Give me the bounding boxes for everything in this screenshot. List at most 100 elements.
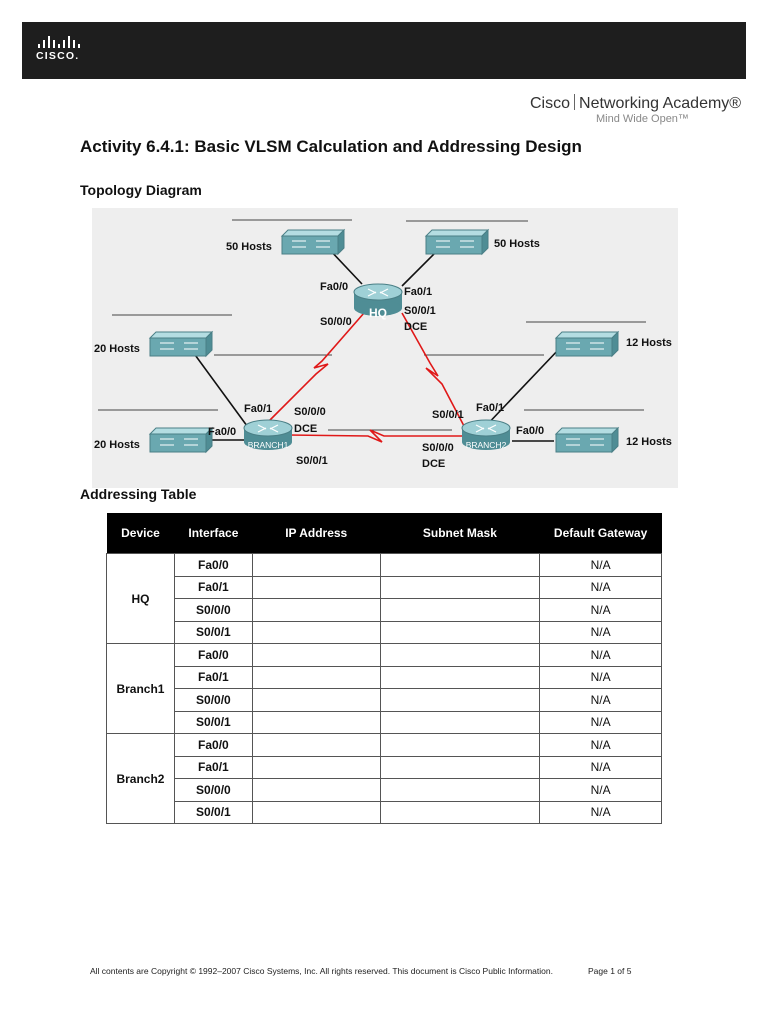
router-label-branch1: BRANCH1	[248, 440, 289, 450]
gateway-cell: N/A	[539, 620, 662, 644]
gateway-cell: N/A	[539, 643, 662, 667]
switch-icon	[148, 426, 214, 454]
gateway-cell: N/A	[539, 598, 662, 622]
label-b2-fa01: Fa0/1	[476, 402, 504, 414]
mask-cell[interactable]	[379, 778, 541, 802]
label-hq-fa00: Fa0/0	[320, 281, 348, 293]
switch-icon	[424, 228, 490, 256]
router-icon	[243, 419, 293, 450]
ip-cell[interactable]	[251, 778, 381, 802]
mask-cell[interactable]	[379, 800, 541, 824]
lan-address-lines	[98, 219, 646, 431]
mask-cell[interactable]	[379, 620, 541, 644]
mask-cell[interactable]	[379, 755, 541, 779]
topology-heading: Topology Diagram	[80, 182, 202, 198]
gateway-cell: N/A	[539, 800, 662, 824]
mask-cell[interactable]	[379, 643, 541, 667]
label-b2-fa00: Fa0/0	[516, 425, 544, 437]
academy-brand: Cisco	[530, 95, 571, 112]
ip-cell[interactable]	[251, 733, 381, 757]
ip-cell[interactable]	[251, 755, 381, 779]
router-label-hq: HQ	[369, 306, 387, 320]
table-row: S0/0/0 N/A	[107, 778, 662, 802]
label-b1-fa01: Fa0/1	[244, 403, 272, 415]
ethernet-links	[189, 247, 561, 442]
switch-icon	[280, 228, 346, 256]
gateway-cell: N/A	[539, 665, 662, 689]
ip-cell[interactable]	[251, 553, 381, 577]
cisco-logo: CISCO.	[36, 36, 96, 66]
column-header: Subnet Mask	[380, 513, 540, 554]
mask-cell[interactable]	[379, 598, 541, 622]
table-row: S0/0/1 N/A	[107, 710, 662, 734]
label-hosts-20-bottom: 20 Hosts	[94, 439, 140, 451]
column-header: Interface	[174, 513, 253, 554]
label-hq-s000: S0/0/0	[320, 316, 352, 328]
ip-cell[interactable]	[251, 688, 381, 712]
label-b1-s001: S0/0/1	[296, 455, 328, 467]
mask-cell[interactable]	[379, 553, 541, 577]
device-cell: Branch1	[106, 643, 175, 734]
gateway-cell: N/A	[539, 575, 662, 599]
label-hosts-12-bottom: 12 Hosts	[626, 436, 672, 448]
switch-icon	[554, 330, 620, 358]
page-title: Activity 6.4.1: Basic VLSM Calculation a…	[80, 137, 582, 156]
ip-cell[interactable]	[251, 665, 381, 689]
mask-cell[interactable]	[379, 575, 541, 599]
table-row: S0/0/1 N/A	[107, 800, 662, 824]
page-number: Page 1 of 5	[588, 966, 632, 976]
label-hosts-50-right: 50 Hosts	[494, 238, 540, 250]
interface-cell: S0/0/1	[173, 710, 253, 734]
table-row: Fa0/1 N/A	[107, 665, 662, 689]
router-icon	[461, 419, 511, 450]
ip-cell[interactable]	[251, 575, 381, 599]
interface-cell: Fa0/0	[173, 553, 253, 577]
label-hq-s001: S0/0/1	[404, 305, 436, 317]
label-b2-s000: S0/0/0	[422, 442, 454, 454]
label-hq-fa01: Fa0/1	[404, 286, 432, 298]
table-header-row: Device Interface IP Address Subnet Mask …	[106, 513, 662, 554]
label-b1-dce: DCE	[294, 423, 317, 435]
label-hosts-12-top: 12 Hosts	[626, 337, 672, 349]
gateway-cell: N/A	[539, 688, 662, 712]
gateway-cell: N/A	[539, 710, 662, 734]
mask-cell[interactable]	[379, 733, 541, 757]
label-hosts-50-left: 50 Hosts	[226, 241, 272, 253]
column-header: Default Gateway	[539, 513, 662, 554]
interface-cell: Fa0/1	[173, 575, 253, 599]
mask-cell[interactable]	[379, 710, 541, 734]
table-row: Fa0/1 N/A	[107, 755, 662, 779]
cisco-bridge-icon	[38, 36, 96, 48]
gateway-cell: N/A	[539, 778, 662, 802]
interface-cell: Fa0/1	[173, 665, 253, 689]
gateway-cell: N/A	[539, 553, 662, 577]
label-b1-s000: S0/0/0	[294, 406, 326, 418]
interface-cell: Fa0/1	[173, 755, 253, 779]
mask-cell[interactable]	[379, 688, 541, 712]
interface-cell: Fa0/0	[173, 733, 253, 757]
interface-cell: S0/0/1	[173, 800, 253, 824]
ip-cell[interactable]	[251, 710, 381, 734]
device-cell: HQ	[106, 553, 175, 644]
mask-cell[interactable]	[379, 665, 541, 689]
interface-cell: S0/0/0	[173, 778, 253, 802]
ip-cell[interactable]	[251, 620, 381, 644]
addressing-heading: Addressing Table	[80, 486, 197, 502]
ip-cell[interactable]	[251, 598, 381, 622]
label-b2-s001: S0/0/1	[432, 409, 464, 421]
interface-cell: S0/0/0	[173, 598, 253, 622]
gateway-cell: N/A	[539, 733, 662, 757]
column-header: Device	[106, 513, 175, 554]
switch-icon	[554, 426, 620, 454]
ip-cell[interactable]	[251, 800, 381, 824]
gateway-cell: N/A	[539, 755, 662, 779]
addressing-table: Device Interface IP Address Subnet Mask …	[106, 513, 662, 824]
column-header: IP Address	[252, 513, 381, 554]
ip-cell[interactable]	[251, 643, 381, 667]
logo-text: CISCO.	[36, 50, 80, 62]
